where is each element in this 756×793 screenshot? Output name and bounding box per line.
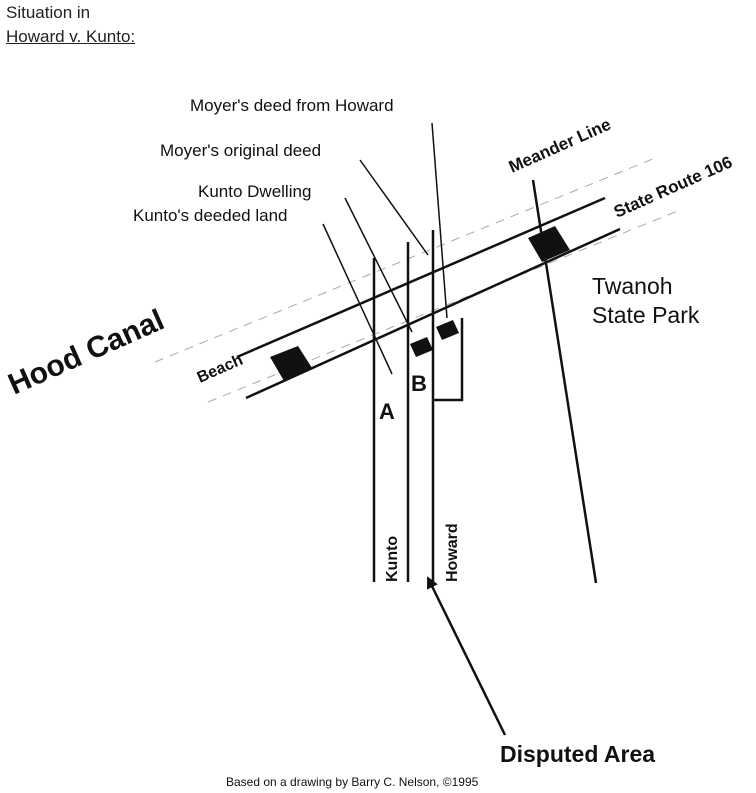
label-kunto-deeded-land: Kunto's deeded land bbox=[133, 206, 288, 225]
label-kunto-strip: Kunto bbox=[384, 536, 401, 582]
leader-line-kunto-deeded bbox=[322, 223, 393, 375]
moyer-deed-bracket bbox=[433, 318, 464, 402]
meander-line bbox=[531, 179, 598, 584]
road-block-west bbox=[270, 346, 312, 381]
beach-dashed-line-upper bbox=[154, 157, 656, 363]
label-howard-strip: Howard bbox=[444, 523, 461, 582]
label-meander-line: Meander Line bbox=[506, 115, 614, 177]
label-state-route-106: State Route 106 bbox=[611, 152, 735, 221]
label-moyer-deed-from-howard: Moyer's deed from Howard bbox=[190, 96, 394, 115]
disputed-area-arrow bbox=[426, 576, 507, 736]
label-beach: Beach bbox=[195, 352, 246, 387]
credit-text: Based on a drawing by Barry C. Nelson, ©… bbox=[226, 775, 479, 789]
leader-line-moyer-deed-howard bbox=[431, 122, 448, 319]
leader-line-moyer-original bbox=[359, 159, 429, 256]
label-lot-a: A bbox=[379, 399, 395, 424]
road-block-east bbox=[528, 226, 570, 262]
label-lot-b: B bbox=[411, 371, 427, 396]
kunto-dwelling-icon bbox=[410, 337, 433, 357]
moyer-dwelling-icon bbox=[436, 320, 459, 340]
label-hood-canal: Hood Canal bbox=[3, 303, 169, 401]
title-line-1: Situation in bbox=[6, 3, 91, 22]
label-disputed-area: Disputed Area bbox=[500, 741, 655, 767]
state-route-106-north-edge bbox=[236, 196, 606, 359]
title-line-2-case-name: Howard v. Kunto: bbox=[6, 27, 136, 46]
leader-line-kunto-dwelling bbox=[344, 197, 413, 333]
label-moyer-original-deed: Moyer's original deed bbox=[160, 141, 321, 160]
label-state-park: State Park bbox=[592, 302, 700, 328]
label-kunto-dwelling: Kunto Dwelling bbox=[198, 182, 311, 201]
label-twanoh: Twanoh bbox=[592, 273, 673, 299]
